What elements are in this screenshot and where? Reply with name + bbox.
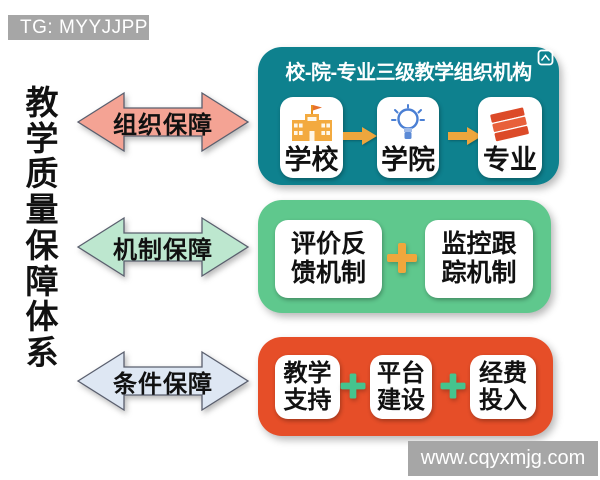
mechanism-guarantee-arrow: 机制保障 (76, 212, 250, 282)
title-char: 量 (25, 191, 59, 229)
evaluation-feedback-card: 评价反 馈机制 (275, 220, 382, 298)
teaching-support-card: 教学 支持 (275, 355, 340, 419)
evaluation-feedback-line2: 馈机制 (290, 259, 366, 287)
plus-icon (440, 373, 466, 399)
title-char: 质 (25, 155, 59, 193)
tg-badge: TG: MYYJJPP (8, 15, 149, 40)
title-char: 障 (25, 262, 59, 300)
arrow-right-icon (343, 127, 377, 145)
arrow-right-icon (448, 127, 482, 145)
condition-box: 教学 支持 平台 建设 经费 投入 (258, 337, 553, 436)
mechanism-box: 评价反 馈机制 监控跟 踪机制 (258, 200, 551, 313)
college-label: 学院 (381, 145, 435, 175)
school-label: 学校 (284, 145, 339, 175)
major-label: 专业 (483, 145, 537, 175)
evaluation-feedback-line1: 评价反 (290, 230, 366, 258)
watermark-text: www.cqyxmjg.com (420, 447, 586, 469)
funding-investment-line1: 经费 (479, 360, 527, 387)
school-card: 学校 (280, 97, 343, 178)
plus-icon (387, 243, 417, 273)
platform-construction-line1: 平台 (377, 360, 425, 387)
double-headed-arrow-icon (76, 350, 250, 412)
page-title: 教 学 质 量 保 障 体 系 (22, 86, 62, 370)
organization-structure-title: 校-院-专业三级教学组织机构 (285, 62, 532, 84)
photo-icon (537, 49, 554, 66)
watermark: www.cqyxmjg.com (408, 441, 598, 476)
platform-construction-card: 平台 建设 (370, 355, 432, 419)
double-headed-arrow-icon (76, 216, 250, 278)
title-char: 系 (25, 333, 59, 371)
college-card: 学院 (377, 97, 439, 178)
monitoring-tracking-card: 监控跟 踪机制 (425, 220, 533, 298)
lightbulb-icon (386, 101, 430, 147)
organization-guarantee-label: 组织保障 (113, 111, 213, 139)
double-headed-arrow-icon (76, 91, 250, 153)
monitoring-tracking-line1: 监控跟 (441, 230, 517, 258)
teaching-support-line1: 教学 (283, 360, 332, 387)
condition-guarantee-arrow: 条件保障 (76, 346, 250, 416)
platform-construction-line2: 建设 (377, 387, 425, 414)
funding-investment-line2: 投入 (479, 387, 527, 414)
condition-guarantee-label: 条件保障 (113, 370, 213, 398)
plus-icon (340, 373, 366, 399)
title-char: 保 (25, 226, 59, 264)
books-icon (487, 101, 533, 147)
school-building-icon (289, 101, 335, 147)
monitoring-tracking-line2: 踪机制 (441, 259, 517, 287)
title-char: 体 (25, 298, 59, 336)
funding-investment-card: 经费 投入 (470, 355, 536, 419)
teaching-support-line2: 支持 (283, 387, 332, 414)
tg-badge-text: TG: MYYJJPP (20, 16, 148, 38)
organization-guarantee-arrow: 组织保障 (76, 87, 250, 157)
title-char: 教 (25, 84, 59, 121)
mechanism-guarantee-label: 机制保障 (113, 236, 213, 264)
organization-structure-box: 校-院-专业三级教学组织机构 (258, 47, 559, 185)
major-card: 专业 (478, 97, 542, 178)
title-char: 学 (25, 119, 59, 157)
